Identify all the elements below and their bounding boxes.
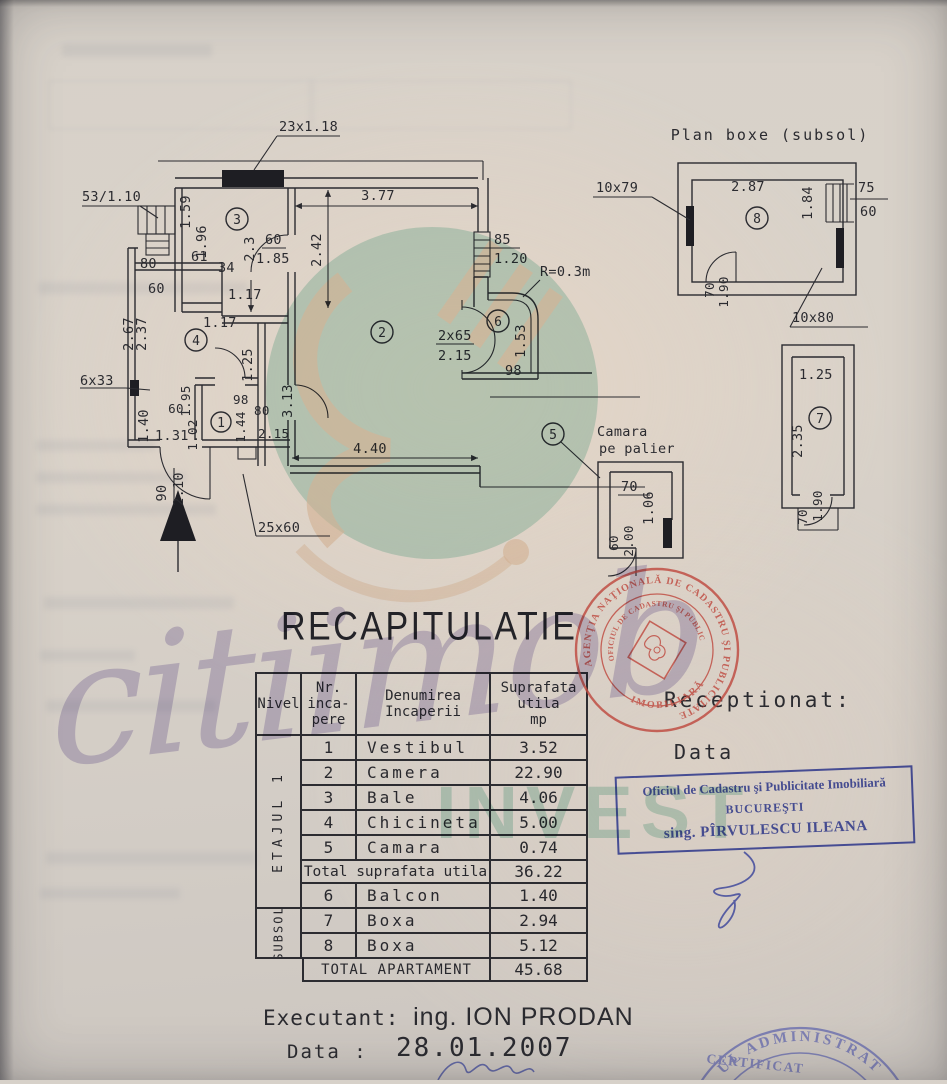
row-name: Balcon: [357, 884, 491, 909]
group-subsol-label: SUBSOL: [271, 909, 286, 959]
executant-name: ing. ION PRODAN: [413, 1003, 634, 1031]
row-nr: 2: [302, 761, 357, 786]
bleed-line: [46, 852, 256, 864]
row-name: Bale: [357, 786, 491, 811]
recapitulation-table: Nivel Nr. inca- pere Denumirea Incaperii…: [255, 672, 588, 982]
reception-data-label: Data: [674, 740, 735, 764]
total-apartament-value: 45.68: [491, 959, 588, 982]
bleed-line: [36, 440, 156, 451]
bleed-line: [36, 504, 216, 515]
row-name: Vestibul: [357, 736, 491, 761]
header-suprafata: Suprafata utila mp: [491, 672, 588, 736]
bleed-line: [44, 597, 234, 609]
photo-edge-shadow-top: [0, 0, 947, 7]
row-nr: 5: [302, 836, 357, 861]
executant-line: Executant: ing. ION PRODAN: [263, 1003, 634, 1032]
total-utila-value: 36.22: [491, 861, 588, 884]
row-name: Boxa: [357, 909, 491, 934]
bleed-line: [310, 80, 313, 126]
row-nr: 4: [302, 811, 357, 836]
header-nr-incapere: Nr. inca- pere: [302, 672, 357, 736]
footer-data-label: Data :: [287, 1041, 368, 1063]
executant-label: Executant:: [263, 1006, 400, 1030]
footer-data-value: 28.01.2007: [396, 1033, 573, 1063]
row-area: 0.74: [491, 836, 588, 861]
total-utila-label: Total suprafata utila: [302, 861, 491, 884]
row-nr: 3: [302, 786, 357, 811]
photo-edge-shadow-left: [0, 0, 14, 1080]
bleed-table-outline: [48, 80, 572, 130]
row-nr: 6: [302, 884, 357, 909]
row-area: 22.90: [491, 761, 588, 786]
bleed-line: [36, 472, 186, 483]
bleed-line: [40, 650, 135, 661]
bleed-line: [62, 44, 212, 57]
row-name: Camara: [357, 836, 491, 861]
group-etajul-1-label: ETAJUL 1: [271, 770, 286, 873]
row-area: 5.12: [491, 934, 588, 959]
row-name: Chicineta: [357, 811, 491, 836]
row-nr: 8: [302, 934, 357, 959]
group-etajul-1: ETAJUL 1: [255, 736, 302, 909]
row-area: 3.52: [491, 736, 588, 761]
row-name: Camera: [357, 761, 491, 786]
row-area: 1.40: [491, 884, 588, 909]
bleed-line: [40, 888, 180, 899]
header-nivel: Nivel: [255, 672, 302, 736]
header-denumire: Denumirea Incaperii: [357, 672, 491, 736]
row-nr: 7: [302, 909, 357, 934]
row-area: 5.00: [491, 811, 588, 836]
empty-cell: [255, 959, 302, 982]
row-nr: 1: [302, 736, 357, 761]
bleed-line: [46, 700, 216, 712]
row-area: 4.06: [491, 786, 588, 811]
total-apartament-label: TOTAL APARTAMENT: [302, 959, 491, 982]
row-area: 2.94: [491, 909, 588, 934]
bleed-line: [38, 282, 248, 294]
recapitulatie-title: RECAPITULATIE: [281, 604, 578, 649]
group-subsol: SUBSOL: [255, 909, 302, 959]
row-name: Boxa: [357, 934, 491, 959]
